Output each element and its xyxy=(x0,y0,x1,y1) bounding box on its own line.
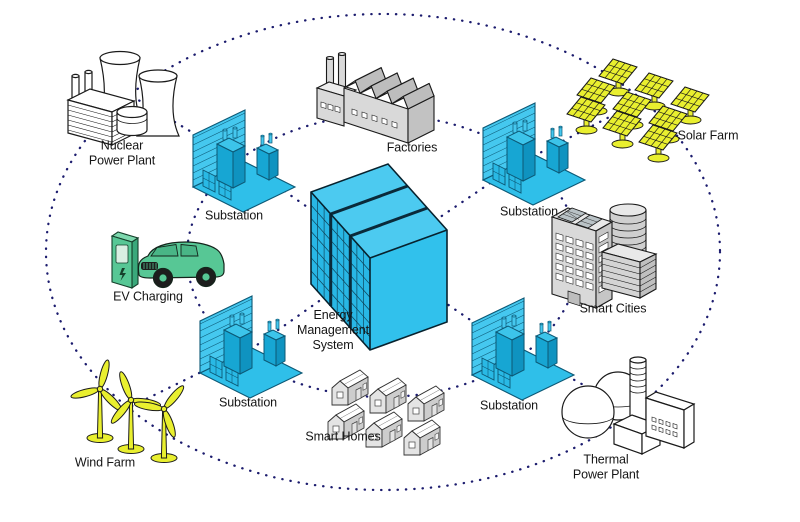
energy-management-system-icon xyxy=(310,163,448,351)
ev-charger-icon xyxy=(110,231,140,290)
source-link xyxy=(123,90,240,162)
substation-icon-top-right xyxy=(482,102,586,206)
label-factories: Factories xyxy=(386,140,438,155)
hub-spoke-link xyxy=(378,256,519,354)
ev-car-icon xyxy=(137,241,225,289)
label-smart-homes: Smart Homes xyxy=(305,429,381,444)
label-thermal-power-plant: Thermal Power Plant xyxy=(572,452,640,481)
smart-cities-icon xyxy=(550,203,658,309)
label-smart-cities: Smart Cities xyxy=(579,301,647,316)
substation-icon-bottom-left xyxy=(199,295,303,399)
label-ev-charging: EV Charging xyxy=(113,289,183,304)
label-wind-farm: Wind Farm xyxy=(74,455,136,470)
thermal-power-plant-icon xyxy=(561,356,696,455)
label-substation-bottom-left: Substation xyxy=(218,395,278,410)
wind-farm-icon xyxy=(67,352,206,463)
label-energy-management-system: Energy Management System xyxy=(297,307,369,352)
outer-ring-link xyxy=(44,12,722,492)
label-substation-top-left: Substation xyxy=(204,208,264,223)
label-nuclear-power-plant: Nuclear Power Plant xyxy=(88,138,156,167)
label-substation-bottom-right: Substation xyxy=(479,398,539,413)
nuclear-power-plant-icon xyxy=(66,50,180,146)
label-substation-top-right: Substation xyxy=(499,204,559,219)
label-solar-farm: Solar Farm xyxy=(677,128,739,143)
solar-farm-icon xyxy=(566,58,710,163)
substation-icon-top-left xyxy=(192,109,296,213)
substation-icon-bottom-right xyxy=(471,297,575,401)
factories-icon xyxy=(315,51,435,144)
ev-charging-icon xyxy=(110,231,225,290)
